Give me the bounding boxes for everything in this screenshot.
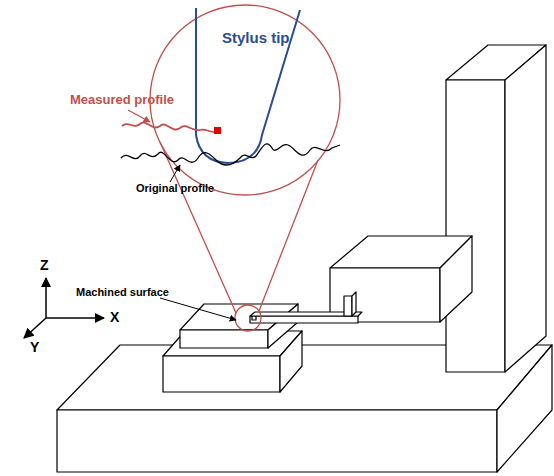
head-front	[330, 268, 440, 322]
profile-label: Measured profile	[70, 93, 174, 107]
profile-label: Original profile	[136, 182, 214, 194]
leader-arrow	[160, 298, 236, 320]
focus-circle	[235, 305, 261, 331]
axis-label: Y	[30, 340, 39, 355]
axis-label: Z	[40, 258, 49, 273]
leader-arrow	[170, 165, 180, 182]
probe-post-b	[352, 292, 356, 316]
y-axis	[24, 318, 46, 338]
axis-label: X	[110, 310, 119, 325]
fixture-side	[280, 331, 302, 392]
column-front	[446, 80, 505, 372]
magnifier-line	[259, 160, 318, 311]
base-front	[57, 410, 497, 472]
stylus-tip	[196, 8, 300, 163]
part-label: Machined surface	[76, 286, 169, 298]
measured-profile	[122, 122, 218, 132]
workpiece-front	[180, 330, 268, 348]
stylus-label: Stylus tip	[222, 30, 290, 47]
magnifier-line	[160, 142, 236, 313]
x-axis	[46, 317, 104, 319]
workpiece-side	[268, 304, 298, 348]
leader-arrow	[128, 110, 150, 122]
magnifier-circle	[150, 5, 340, 195]
column-side	[505, 45, 546, 372]
probe-point	[214, 127, 221, 134]
head-side	[440, 236, 472, 322]
probe-arm	[250, 316, 358, 323]
fixture-front	[163, 356, 280, 392]
probe-post	[344, 296, 352, 316]
z-axis	[45, 278, 47, 318]
probe-stylus	[252, 316, 256, 320]
original-profile	[121, 144, 340, 165]
